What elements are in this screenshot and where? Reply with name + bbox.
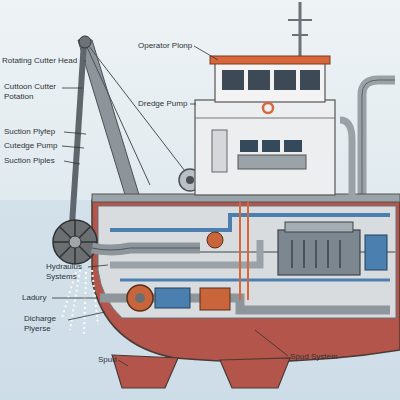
booster-pump (207, 232, 223, 248)
engine (278, 230, 360, 275)
leader-line (194, 46, 218, 60)
cable (86, 45, 150, 185)
water (0, 200, 400, 400)
part-label: Rotating Cutter Head (2, 56, 86, 66)
leader-line (190, 104, 196, 105)
leader-line (84, 61, 86, 62)
leader-line (118, 360, 128, 366)
leader-line (62, 88, 82, 89)
part-label: Spud (98, 355, 122, 365)
part-label: Suction Piples (4, 156, 66, 166)
exhaust-pipe-edge (362, 80, 395, 200)
pipe (340, 120, 352, 195)
console-screen (262, 140, 280, 152)
ladder-stair (247, 202, 249, 300)
engine-detail (292, 240, 340, 268)
part-label: Ladury (22, 293, 54, 303)
sheave (79, 36, 91, 48)
leader-line (62, 146, 84, 148)
leader-line (88, 265, 108, 267)
suction-pipe (92, 248, 200, 250)
window (248, 70, 270, 90)
leader-line (52, 298, 98, 299)
mast-yard (292, 34, 308, 36)
window (222, 70, 244, 90)
bridge (215, 62, 325, 102)
cutter-hub (69, 236, 81, 248)
part-label: Suction Plyfep (4, 127, 66, 137)
console-screen (240, 140, 258, 152)
superstructure (195, 100, 335, 195)
exhaust-pipe (362, 80, 395, 200)
bridge-roof (210, 56, 330, 64)
door (212, 130, 227, 172)
part-label: Dicharge Plyerse (24, 314, 70, 334)
cutter-blades (53, 220, 97, 264)
part-label: Cuttoon Cutter Potation (4, 82, 66, 102)
part-label: Dredge Pump (138, 99, 194, 109)
window (300, 70, 320, 90)
railing (195, 118, 335, 119)
gantry-arm (78, 40, 140, 198)
pump-hub (135, 293, 145, 303)
leader-line (64, 132, 86, 134)
suction-pipe-edge (92, 248, 200, 250)
part-label: Hydraulus Systems (46, 262, 90, 282)
winch-hub (186, 176, 194, 184)
lifebuoy (263, 103, 273, 113)
mast (299, 2, 302, 57)
leader-line (68, 312, 105, 320)
pump-motor (155, 288, 190, 308)
generator (365, 235, 387, 270)
ladder-stair (239, 202, 241, 300)
engine-head (285, 222, 353, 232)
gearbox (200, 288, 230, 310)
window (274, 70, 296, 90)
spud (220, 358, 290, 388)
part-label: Cutedge Pump (4, 141, 66, 151)
dredge-pump (127, 285, 153, 311)
part-label: Operator Plonp (138, 41, 198, 51)
leader-line (255, 330, 288, 356)
console (238, 155, 306, 169)
hull (92, 200, 400, 362)
cutter-head (53, 220, 97, 264)
part-label: Spud System (290, 352, 360, 362)
mast-yard (288, 19, 312, 21)
pipe (110, 240, 260, 265)
console-screen (284, 140, 302, 152)
hydraulic-line (120, 279, 390, 282)
spud (112, 355, 178, 388)
leader-line (64, 161, 80, 164)
cable (88, 45, 188, 175)
